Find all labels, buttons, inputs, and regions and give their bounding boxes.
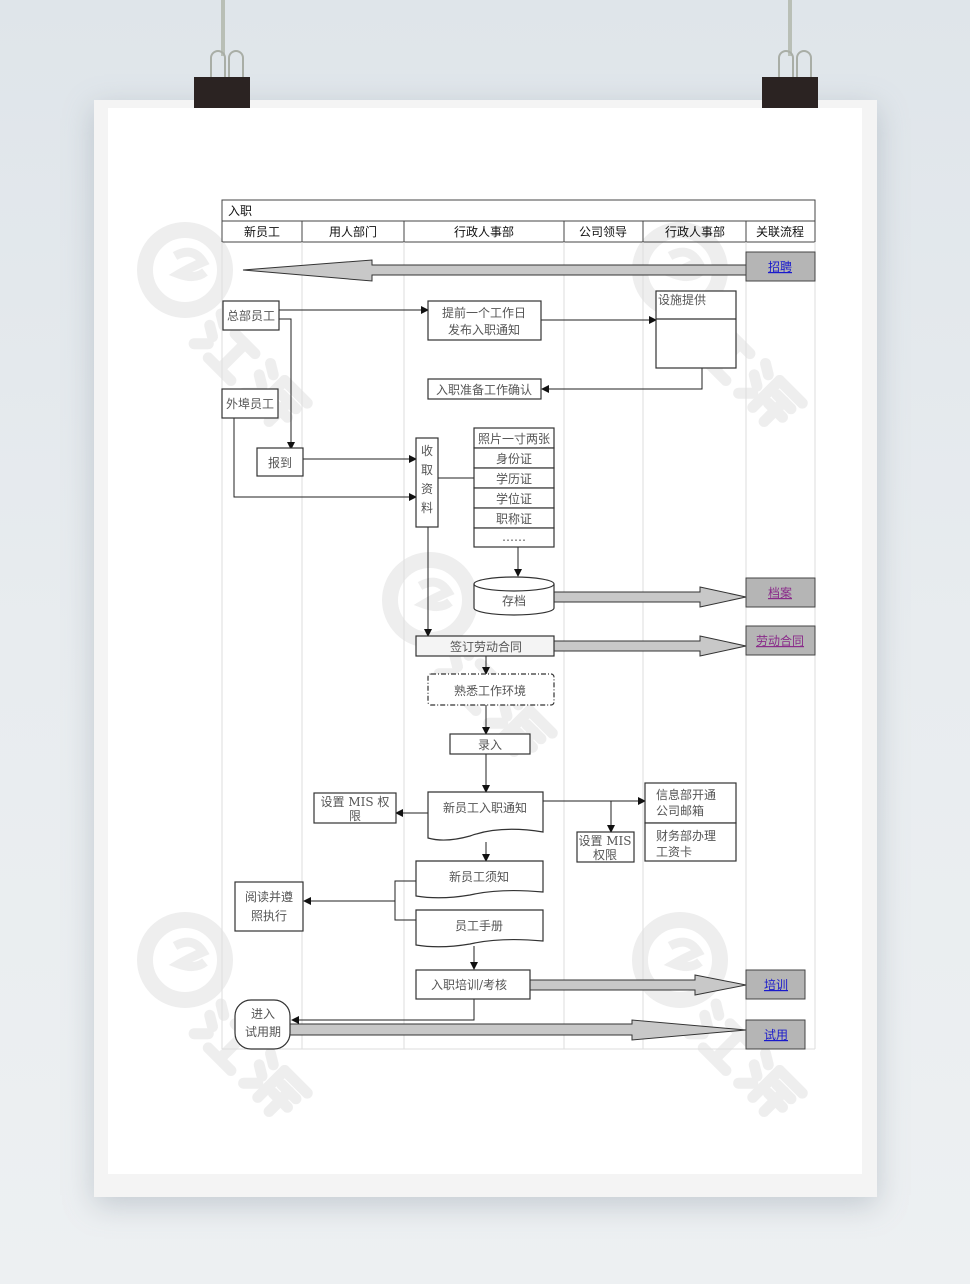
connector (279, 318, 295, 450)
doc-item (473, 527, 555, 548)
label-archive-store: 存档 (502, 594, 526, 608)
label-it-mail: 信息部开通 (656, 787, 716, 802)
label-staff-guide: 新员工须知 (449, 869, 509, 884)
lane-header: 新员工 (244, 224, 280, 239)
node-remote-staff (221, 388, 279, 419)
label-doc: 学位证 (496, 491, 532, 506)
link-archive[interactable]: 档案 (768, 585, 792, 600)
lane-header: 关联流程 (756, 224, 804, 239)
link-recruit[interactable]: 招聘 (768, 260, 792, 274)
lane-header: 行政人事部 (454, 224, 514, 239)
related-contract[interactable]: 劳动合同 (745, 625, 816, 656)
node-notice (427, 300, 542, 341)
node-read-follow (234, 881, 304, 932)
binder-clip-right (762, 77, 818, 108)
label-probation: 试用期 (245, 1024, 281, 1039)
contract-flow-arrow (553, 635, 747, 657)
node-hq-staff (222, 300, 280, 331)
related-recruit[interactable]: 招聘 (745, 251, 816, 282)
label-staff-handbook: 员工手册 (455, 919, 503, 933)
node-mis-left (313, 792, 397, 824)
link-contract[interactable]: 劳动合同 (756, 633, 804, 648)
label-report: 报到 (268, 455, 292, 470)
connector (291, 999, 475, 1024)
training-flow-arrow (529, 974, 747, 996)
label-it-mail: 公司邮箱 (656, 803, 704, 818)
lane-header: 用人部门 (329, 224, 377, 239)
label-mis-mid: 设置 MIS (578, 834, 631, 848)
link-probation[interactable]: 试用 (764, 1027, 788, 1042)
probation-flow-arrow (289, 1019, 747, 1041)
label-read-follow: 照执行 (251, 909, 287, 923)
connector (394, 880, 416, 921)
link-training[interactable]: 培训 (764, 977, 788, 992)
label-entry: 录入 (478, 738, 502, 752)
node-familiarize (427, 673, 555, 706)
lane-header: 行政人事部 (665, 224, 725, 239)
hanging-string-right (788, 0, 792, 56)
node-collect (415, 437, 439, 528)
label-collect: 料 (421, 501, 433, 515)
label-doc: 照片一寸两张 (478, 432, 550, 446)
diagram-title: 入职 (228, 204, 252, 218)
label-sign-contract: 签订劳动合同 (450, 639, 522, 654)
label-familiarize: 熟悉工作环境 (454, 683, 526, 698)
node-facility (655, 290, 737, 369)
node-entry (449, 733, 531, 755)
label-mis-left: 设置 MIS 权 (321, 795, 390, 809)
label-remote-staff: 外埠员工 (226, 397, 274, 411)
label-hq-staff: 总部员工 (227, 308, 275, 323)
related-archive[interactable]: 档案 (745, 577, 816, 608)
label-doc: 身份证 (496, 451, 532, 466)
node-probation (234, 999, 291, 1050)
label-collect: 收 (421, 444, 433, 458)
label-new-staff-notice: 新员工入职通知 (443, 800, 527, 815)
label-notice: 发布入职通知 (448, 322, 520, 337)
label-collect: 资 (421, 482, 433, 496)
related-probation[interactable]: 试用 (745, 1019, 806, 1050)
node-staff-guide (415, 860, 544, 899)
label-doc: 职称证 (496, 512, 532, 526)
label-doc: …… (502, 530, 526, 544)
node-staff-handbook (415, 909, 544, 948)
label-prep-confirm: 入职准备工作确认 (436, 383, 532, 397)
connector (233, 418, 417, 501)
node-archive-store (473, 584, 555, 616)
related-training[interactable]: 培训 (745, 969, 806, 1000)
label-mis-mid: 权限 (593, 848, 617, 862)
node-new-staff-notice (427, 791, 544, 841)
label-training-exam: 入职培训/考核 (431, 977, 507, 992)
label-facility: 设施提供 (658, 292, 706, 307)
label-collect: 取 (421, 463, 433, 477)
label-mis-left: 限 (349, 809, 361, 823)
lane-header: 公司领导 (579, 225, 627, 239)
label-doc: 学历证 (496, 471, 532, 486)
label-finance: 工资卡 (656, 845, 692, 859)
node-prep-confirm (427, 378, 542, 400)
node-finance (644, 822, 737, 862)
swimlane-table (221, 199, 816, 243)
label-read-follow: 阅读并遵 (245, 889, 293, 904)
node-report (256, 447, 304, 477)
binder-clip-left (194, 77, 250, 108)
label-notice: 提前一个工作日 (442, 305, 526, 320)
node-mis-mid (576, 831, 635, 863)
recruit-flow-arrow (242, 259, 747, 282)
hanging-string-left (221, 0, 225, 56)
label-probation: 进入 (251, 1007, 275, 1021)
label-finance: 财务部办理 (656, 828, 716, 843)
node-sign-contract (415, 635, 555, 657)
node-training-exam (415, 969, 531, 1000)
connector (541, 368, 703, 393)
archive-flow-arrow (553, 586, 747, 608)
